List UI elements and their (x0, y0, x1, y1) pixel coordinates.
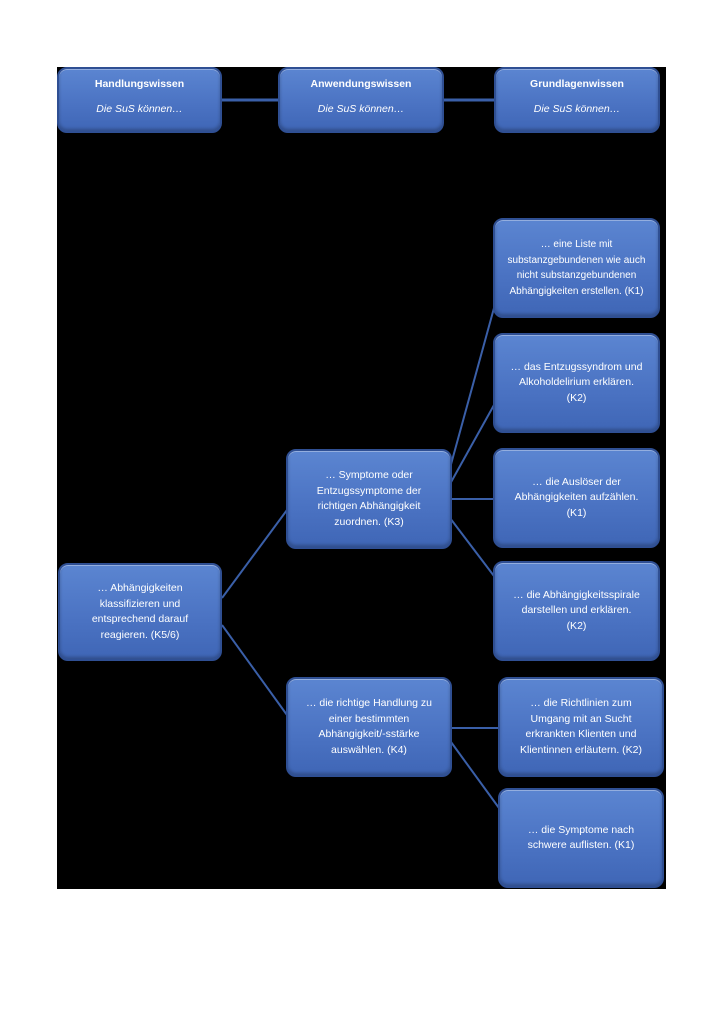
node-anwendung-symptome: … Symptome oder Entzugssymptome der rich… (286, 449, 452, 549)
header-anwendungswissen: Anwendungswissen Die SuS können… (278, 67, 444, 133)
node-grundlagen-richtlinien: … die Richtlinien zum Umgang mit an Such… (498, 677, 664, 777)
header-subtitle: Die SuS können… (317, 102, 405, 115)
node-grundlagen-liste: … eine Liste mit substanzgebundenen wie … (493, 218, 660, 318)
node-text: … die Symptome nach schwere auflisten. (… (527, 823, 635, 852)
header-title: Handlungswissen (94, 78, 185, 90)
connector-handlung-symptome (450, 741, 500, 809)
node-text: … die richtige Handlung zu einer bestimm… (305, 697, 433, 756)
node-grundlagen-spirale: … die Abhängigkeitsspirale darstellen un… (493, 561, 660, 661)
node-text: … die Auslöser der Abhängigkeiten aufzäh… (514, 475, 639, 519)
connector-root-handlung (221, 624, 288, 716)
header-title: Grundlagenwissen (530, 78, 624, 90)
connector-root-symptome (221, 509, 288, 599)
header-title: Anwendungswissen (310, 78, 412, 90)
connector-symptome-spirale (449, 517, 498, 581)
node-grundlagen-entzugssyndrom: … das Entzugssyndrom und Alkoholdelirium… (493, 333, 660, 433)
node-handlungswissen-abhaengigkeiten: … Abhängigkeiten klassifizieren und ents… (58, 563, 222, 661)
header-subtitle: Die SuS können… (533, 102, 621, 115)
node-text: … das Entzugssyndrom und Alkoholdelirium… (510, 360, 643, 404)
node-text: … die Abhängigkeitsspirale darstellen un… (513, 588, 640, 632)
header-subtitle: Die SuS können… (96, 102, 183, 115)
node-text: … eine Liste mit substanzgebundenen wie … (507, 239, 646, 297)
node-grundlagen-symptome: … die Symptome nach schwere auflisten. (… (498, 788, 664, 888)
node-text: … Symptome oder Entzugssymptome der rich… (316, 469, 422, 528)
connector-symptome-entzug (449, 404, 495, 485)
node-text: … die Richtlinien zum Umgang mit an Such… (520, 697, 642, 756)
header-grundlagenwissen: Grundlagenwissen Die SuS können… (494, 67, 660, 133)
node-text: … Abhängigkeiten klassifizieren und ents… (91, 582, 189, 641)
header-handlungswissen: Handlungswissen Die SuS können… (57, 67, 222, 133)
node-grundlagen-ausloeser: … die Auslöser der Abhängigkeiten aufzäh… (493, 448, 660, 548)
connector-symptome-liste (449, 307, 495, 469)
node-anwendung-handlung: … die richtige Handlung zu einer bestimm… (286, 677, 452, 777)
